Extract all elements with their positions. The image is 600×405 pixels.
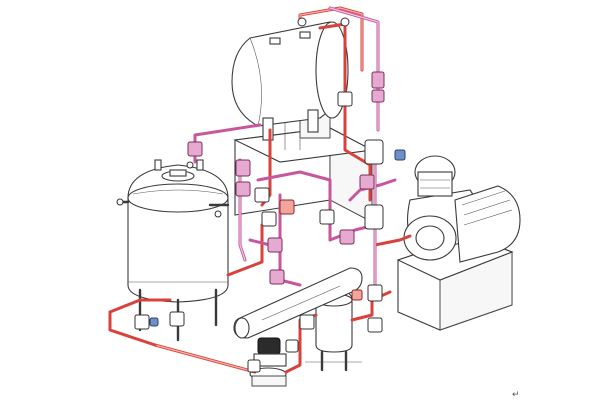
small-circulation-pump [249,337,287,387]
horizontal-vessel [231,21,349,141]
paragraph-mark: ↵ [512,390,520,400]
vertical-tank [118,159,230,342]
valves [116,17,406,373]
motor-pump-unit [396,155,521,331]
heat-exchanger [233,267,363,339]
